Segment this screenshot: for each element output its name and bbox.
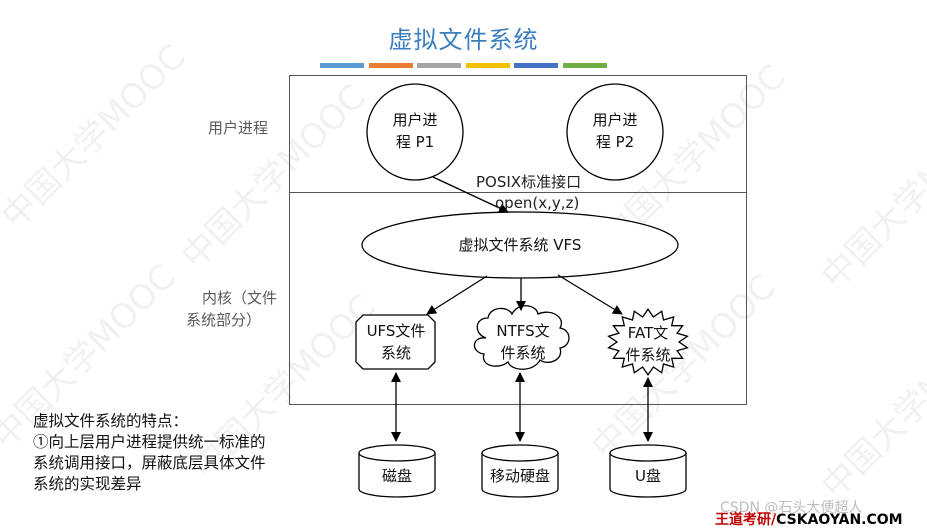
fat-line2: 件系统: [625, 346, 671, 364]
mobile-disk-label: 移动硬盘: [489, 467, 550, 485]
arrow-vfs-to-ufs: [426, 275, 488, 315]
color-strip-segment: [417, 63, 461, 68]
slide-title: 虚拟文件系统: [388, 26, 539, 54]
color-strip-segment: [514, 63, 558, 68]
color-strip-segment: [465, 63, 510, 68]
ntfs-line1: NTFS文: [496, 322, 550, 340]
process-p2-line1: 用户进: [592, 111, 638, 129]
ntfs-line2: 件系统: [500, 344, 546, 362]
ufs-node: [355, 314, 436, 370]
arrow-vfs-to-fat: [557, 274, 623, 315]
note-line3: 系统调用接口，屏蔽底层具体文件: [33, 454, 266, 472]
arrow-p1-to-vfs: [432, 176, 509, 213]
kernel-label-line2: 系统部分）: [186, 311, 262, 329]
ufs-label: UFS文件 系统: [356, 320, 436, 364]
posix-interface-label: POSIX标准接口: [476, 173, 582, 191]
u-disk-label: U盘: [635, 467, 661, 485]
ntfs-label: NTFS文 件系统: [478, 320, 568, 364]
vfs-node: [361, 211, 679, 279]
color-strip-segment: [320, 63, 364, 68]
process-p1-label: 用户进 程 P1: [367, 109, 463, 153]
feature-note: 虚拟文件系统的特点： ①向上层用户进程提供统一标准的 系统调用接口，屏蔽底层具体…: [33, 411, 266, 495]
color-strip-segment: [368, 63, 413, 68]
u-disk-cylinder: [609, 444, 687, 498]
disk-cylinder: [358, 444, 436, 498]
process-p2-node: [566, 83, 664, 181]
fat-node: [607, 308, 689, 376]
disk-label: 磁盘: [381, 467, 412, 485]
fat-line1: FAT文: [627, 324, 669, 342]
brand-site: CSKAOYAN.COM: [776, 512, 903, 528]
ntfs-node: [473, 305, 570, 370]
ufs-line1: UFS文件: [366, 322, 426, 340]
process-p1-line2: 程 P1: [395, 133, 435, 151]
vfs-label: 虚拟文件系统 VFS: [458, 236, 582, 254]
ufs-line2: 系统: [380, 344, 411, 362]
color-strip-segment: [562, 63, 607, 68]
mobile-disk-cylinder: [481, 444, 559, 498]
note-line2: ①向上层用户进程提供统一标准的: [33, 433, 266, 451]
process-p1-line1: 用户进: [392, 111, 438, 129]
brand-footer: 王道考研/CSKAOYAN.COM: [715, 509, 903, 529]
note-line4: 系统的实现差异: [33, 475, 142, 493]
process-p2-line2: 程 P2: [595, 133, 635, 151]
fat-label: FAT文 件系统: [605, 322, 691, 366]
process-p1-node: [366, 83, 464, 181]
csdn-credit: CSDN @石头大便超人: [720, 500, 863, 516]
note-line1: 虚拟文件系统的特点：: [33, 412, 189, 430]
user-process-label: 用户进程: [208, 119, 269, 137]
open-call-label: open(x,y,z): [495, 194, 580, 212]
brand-prefix: 王道考研/: [715, 512, 777, 528]
kernel-label-line1: 内核（文件: [202, 289, 278, 307]
process-p2-label: 用户进 程 P2: [567, 109, 663, 153]
